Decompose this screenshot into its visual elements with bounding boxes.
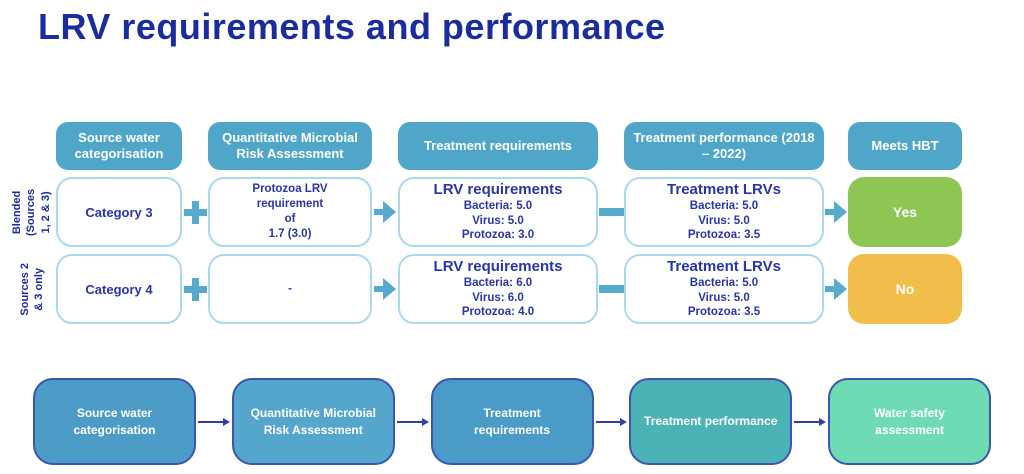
bacteria-value: Bacteria: 5.0 bbox=[689, 276, 759, 289]
spacer bbox=[182, 122, 208, 170]
flow-arrow-icon bbox=[594, 417, 630, 426]
qmra-text-line: - bbox=[288, 282, 292, 295]
row-group-label-line: Blended bbox=[11, 190, 24, 234]
flow-step-qmra: Quantitative Microbial Risk Assessment bbox=[231, 378, 395, 465]
qmra-text-line: 1.7 (3.0) bbox=[268, 227, 312, 240]
header-treatment-performance: Treatment performance (2018 – 2022) bbox=[624, 122, 824, 170]
page-title: LRV requirements and performance bbox=[38, 6, 666, 47]
category-box-row1: Category 3 bbox=[56, 177, 182, 247]
protozoa-value: Protozoa: 3.0 bbox=[461, 229, 535, 242]
row-group-label-line: 1, 2 & 3) bbox=[40, 190, 53, 234]
qmra-box-row2: - bbox=[208, 254, 372, 324]
treatment-lrvs-box-row2: Treatment LRVs Bacteria: 5.0 Virus: 5.0 … bbox=[624, 254, 824, 324]
arrow-right-icon bbox=[825, 201, 847, 223]
plus-icon bbox=[183, 277, 207, 301]
header-source-water-categorisation: Source water categorisation bbox=[56, 122, 182, 170]
lrv-requirements-box-row1: LRV requirements Bacteria: 5.0 Virus: 5.… bbox=[398, 177, 598, 247]
flow-step-source-water-categorisation: Source water categorisation bbox=[33, 378, 196, 465]
row-group-label-blended: Blended (Sources 1, 2 & 3) bbox=[8, 177, 56, 247]
flow-arrow-icon bbox=[792, 417, 828, 426]
virus-value: Virus: 5.0 bbox=[698, 291, 750, 304]
treatment-lrvs-box-row1: Treatment LRVs Bacteria: 5.0 Virus: 5.0 … bbox=[624, 177, 824, 247]
box-title: LRV requirements bbox=[433, 257, 563, 275]
minus-icon bbox=[598, 208, 624, 216]
protozoa-value: Protozoa: 4.0 bbox=[461, 306, 535, 319]
header-treatment-requirements: Treatment requirements bbox=[398, 122, 598, 170]
row-group-label-sources-2-3: Sources 2 & 3 only bbox=[8, 254, 56, 324]
header-qmra: Quantitative Microbial Risk Assessment bbox=[208, 122, 372, 170]
spacer bbox=[824, 122, 848, 170]
flow-step-treatment-performance: Treatment performance bbox=[629, 378, 793, 465]
bacteria-value: Bacteria: 6.0 bbox=[463, 276, 533, 289]
qmra-text-line: of bbox=[284, 213, 296, 225]
box-title: LRV requirements bbox=[433, 180, 563, 198]
category-label: Category 4 bbox=[85, 281, 153, 297]
flow-step-water-safety-assessment: Water safety assessment bbox=[828, 378, 991, 465]
protozoa-value: Protozoa: 3.5 bbox=[687, 229, 761, 242]
virus-value: Virus: 5.0 bbox=[472, 214, 524, 227]
flow-arrow-icon bbox=[196, 417, 232, 426]
header-meets-hbt: Meets HBT bbox=[848, 122, 962, 170]
spacer bbox=[598, 122, 624, 170]
meets-hbt-result-row2: No bbox=[848, 254, 962, 324]
box-title: Treatment LRVs bbox=[667, 180, 781, 198]
qmra-text-line: Protozoa LRV requirement bbox=[252, 183, 328, 211]
connector bbox=[182, 177, 208, 247]
bacteria-value: Bacteria: 5.0 bbox=[689, 199, 759, 212]
row-group-label-line: (Sources bbox=[25, 188, 38, 236]
qmra-box-row1: Protozoa LRV requirement of 1.7 (3.0) bbox=[208, 177, 372, 247]
flow-arrow-icon bbox=[395, 417, 431, 426]
arrow-right-icon bbox=[825, 278, 847, 300]
plus-icon bbox=[183, 200, 207, 224]
gutter bbox=[8, 122, 56, 170]
bacteria-value: Bacteria: 5.0 bbox=[463, 199, 533, 212]
minus-icon bbox=[598, 285, 624, 293]
spacer bbox=[372, 122, 398, 170]
row-group-label-line: & 3 only bbox=[33, 267, 45, 311]
category-box-row2: Category 4 bbox=[56, 254, 182, 324]
connector bbox=[824, 177, 848, 247]
process-flow: Source water categorisation Quantitative… bbox=[33, 378, 991, 465]
row-group-label-line: Sources 2 bbox=[18, 262, 31, 316]
lrv-requirements-box-row2: LRV requirements Bacteria: 6.0 Virus: 6.… bbox=[398, 254, 598, 324]
connector bbox=[824, 254, 848, 324]
connector bbox=[372, 177, 398, 247]
meets-hbt-result-row1: Yes bbox=[848, 177, 962, 247]
arrow-right-icon bbox=[374, 201, 396, 223]
connector bbox=[182, 254, 208, 324]
category-label: Category 3 bbox=[85, 204, 153, 220]
connector bbox=[598, 177, 624, 247]
protozoa-value: Protozoa: 3.5 bbox=[687, 306, 761, 319]
arrow-right-icon bbox=[374, 278, 396, 300]
flow-step-treatment-requirements: Treatment requirements bbox=[430, 378, 594, 465]
virus-value: Virus: 6.0 bbox=[472, 291, 524, 304]
box-title: Treatment LRVs bbox=[667, 257, 781, 275]
lrv-matrix: Source water categorisation Quantitative… bbox=[8, 122, 962, 324]
connector bbox=[598, 254, 624, 324]
connector bbox=[372, 254, 398, 324]
virus-value: Virus: 5.0 bbox=[698, 214, 750, 227]
